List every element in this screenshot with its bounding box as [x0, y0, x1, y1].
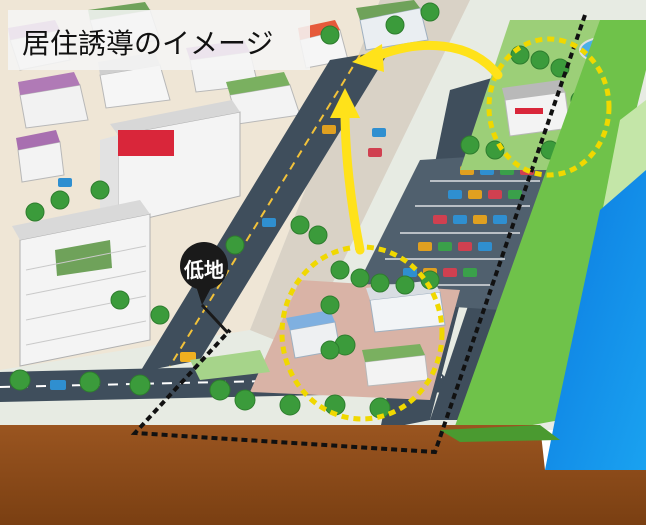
- callout-label: 低地: [184, 258, 224, 282]
- arrowhead-icon: [330, 88, 360, 118]
- page-title: 居住誘導のイメージ: [22, 27, 274, 60]
- curved-arrow-icon: [375, 41, 503, 80]
- river-embankment: [0, 20, 646, 525]
- title-panel: [8, 10, 310, 70]
- arrowhead-icon: [352, 44, 384, 72]
- speech-balloon-icon: [180, 242, 228, 290]
- lowland-boundary: [130, 14, 587, 455]
- relocation-arrows: [330, 41, 503, 255]
- lowland-residential-block: [190, 280, 460, 400]
- relocation-target-zone-outline: [486, 36, 612, 178]
- curved-arrow-icon: [340, 105, 365, 255]
- lowland-callout: [180, 242, 230, 335]
